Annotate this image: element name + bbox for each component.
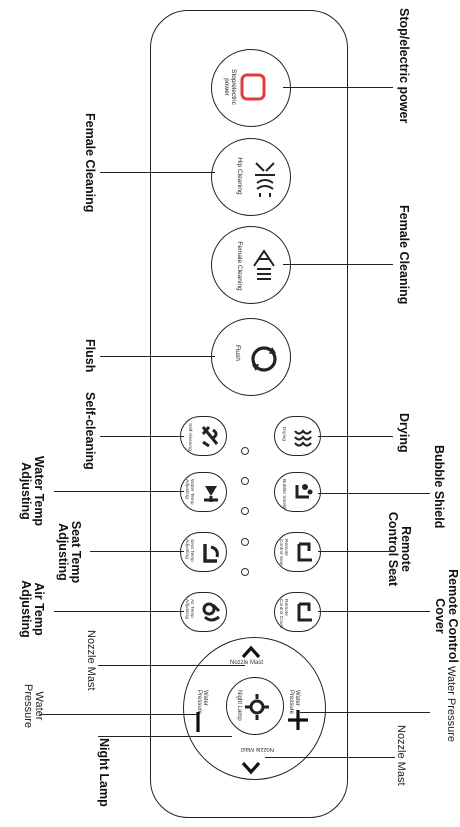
label-night-lamp: Night Lamp [97,738,111,807]
water-temp-button[interactable]: Water Temp Adjusting [180,472,227,512]
air-temp-caption: Air Temp Adjusting [184,599,194,619]
air-temp-button[interactable]: Air Temp Adjusting [180,592,227,632]
label-water-pressure-left: Water Pressure [22,683,45,729]
label-bubble-shield: Bubble Shield [432,445,446,529]
label-self-cleaning: Self-cleaning [83,392,97,470]
flush-caption: Flush [234,345,241,361]
label-water-pressure-right: Water Pressure [445,665,457,742]
remote-cover-button[interactable]: Remote Control Cover [274,592,321,632]
leader-line [40,714,197,716]
hip-cleaning-icon [255,162,275,197]
female-cleaning-icon [253,249,275,280]
drying-icon [294,429,312,447]
remote-panel [150,10,348,818]
bubble-shield-icon [295,484,313,499]
remote-seat-button[interactable]: Remote Control Seat [274,532,321,572]
hip-cleaning-caption: Hip Cleaning [236,157,243,195]
plus-icon[interactable] [286,708,310,732]
label-drying: Drying [397,413,411,453]
indicator-dot [241,568,249,576]
remote-seat-icon [297,542,312,562]
female-cleaning-caption: Female Cleaning [236,241,243,291]
leader-line [318,551,393,553]
leader-line [283,264,393,266]
label-remote-control-seat: Remote Control Seat [386,511,414,587]
indicator-dot [241,477,249,485]
leader-line [100,356,215,358]
nozzle-mast-top-caption: Nozzle Mast [230,660,264,666]
bubble-shield-caption: Bubble Shield [281,479,286,509]
leader-line [98,736,232,738]
remote-cover-icon [297,602,312,622]
night-lamp-button[interactable] [226,677,284,735]
leader-line [90,551,184,553]
label-flush: Flush [83,339,97,373]
night-lamp-caption: Night Lamp [236,690,242,721]
minus-icon[interactable] [194,710,202,734]
leader-line [318,436,393,438]
water-temp-icon [204,486,218,502]
nozzle-down-chevron-icon[interactable] [241,760,261,775]
leader-line [265,757,395,759]
drying-caption: Drying [281,427,286,441]
seat-temp-button[interactable]: Seat Temp Adjusting [180,532,227,572]
label-seat-temp-adjusting: Seat Temp Adjusting [56,520,84,584]
self-cleaning-caption: Self-cleaning [187,423,192,451]
label-remote-control-cover: Remote Control Cover [433,569,460,663]
leader-line [283,87,393,89]
leader-line [54,611,184,613]
water-pressure-left-caption: Water Pressure [196,690,208,715]
stop-square-icon [240,73,266,101]
leader-line [98,665,245,667]
water-temp-caption: Water Temp Adjusting [184,479,194,505]
female-cleaning-button[interactable]: Female Cleaning [211,226,291,304]
label-nozzle-mast-left: Nozzle Mast [85,630,97,691]
flush-button[interactable]: Flush [211,318,291,396]
control-pad [183,637,326,780]
leader-line [100,436,184,438]
air-temp-icon [202,602,221,622]
nozzle-mast-bottom-caption: Nozzle Mast [240,746,274,752]
label-female-cleaning-left: Female Cleaning [83,113,97,213]
drying-button[interactable]: Drying [274,416,321,456]
stop-button[interactable]: Stop/electric power [211,49,291,127]
stop-button-caption: Stop/electric power [223,69,238,105]
indicator-dot [241,538,249,546]
self-cleaning-button[interactable]: Self-cleaning [180,416,227,456]
label-stop-electric-power: Stop/electric power [397,8,411,124]
label-nozzle-mast-right: Nozzle Mast [395,725,407,786]
flush-icon [251,346,277,372]
night-lamp-icon [245,694,269,720]
remote-seat-caption: Remote Control Seat [278,539,288,566]
label-water-temp-adjusting: Water Temp Adjusting [19,455,47,527]
indicator-dot [241,507,249,515]
label-air-temp-adjusting: Air Temp Adjusting [19,580,47,638]
self-cleaning-icon [201,426,219,448]
leader-line [54,491,184,493]
bubble-shield-button[interactable]: Bubble Shield [274,472,321,512]
leader-line [100,172,215,174]
hip-cleaning-button[interactable]: Hip Cleaning [211,138,291,216]
leader-line [318,493,430,495]
leader-line [300,712,430,714]
leader-line [318,611,430,613]
nozzle-up-chevron-icon[interactable] [241,645,261,659]
seat-temp-caption: Seat Temp Adjusting [184,539,194,562]
indicator-dot [241,447,249,455]
label-female-cleaning-right: Female Cleaning [397,205,411,305]
water-pressure-right-caption: Water Pressure [288,690,300,715]
remote-cover-caption: Remote Control Cover [278,599,288,629]
seat-temp-icon [203,544,219,563]
